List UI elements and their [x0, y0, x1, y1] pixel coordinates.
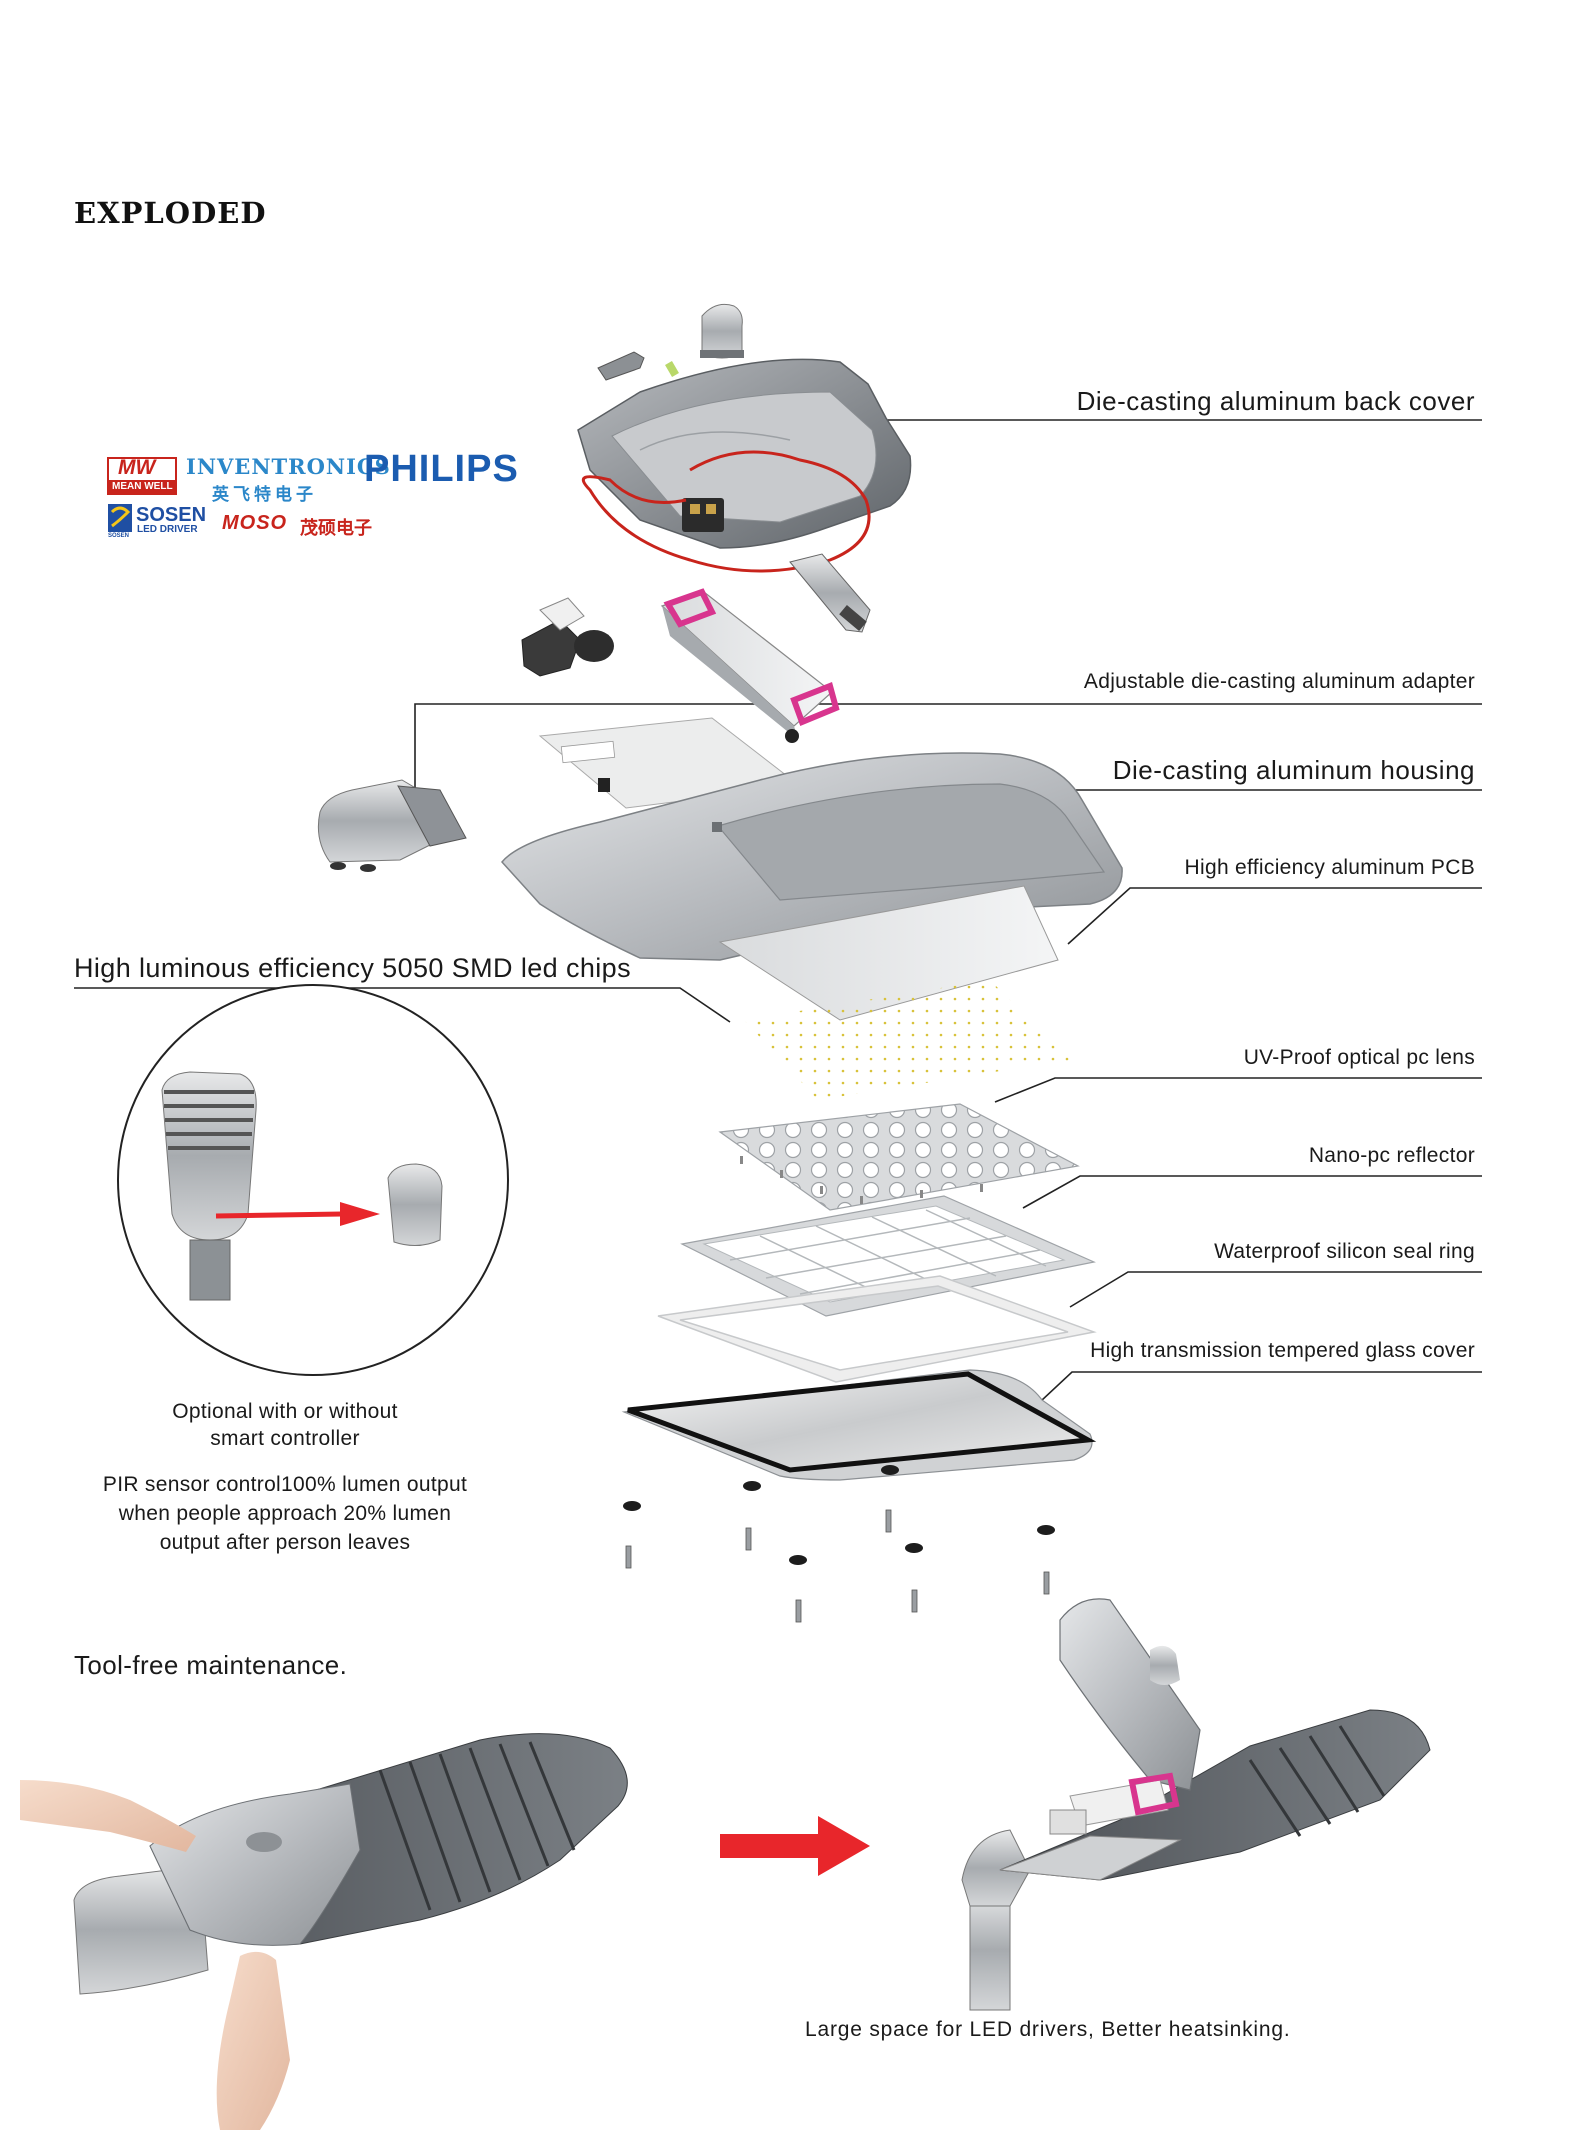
bottom-screws	[625, 1509, 1050, 1623]
controller-inset	[117, 984, 509, 1376]
sosen-logo: SOSEN	[136, 504, 207, 526]
pc-lens	[718, 1103, 1080, 1211]
green-part	[665, 360, 679, 378]
led-driver	[660, 588, 840, 743]
moso-logo: MOSO	[222, 512, 288, 534]
maintenance-caption: Tool-free maintenance.	[74, 1650, 348, 1680]
callout-housing: Die-casting aluminum housing	[1112, 755, 1475, 785]
red-wire	[581, 450, 871, 573]
moso-cn: 茂硕电子	[300, 518, 372, 538]
side-adapter	[317, 779, 467, 872]
glass-cover	[621, 1369, 1097, 1481]
callout-led-chips: High luminous efficiency 5050 SMD led ch…	[74, 953, 631, 983]
philips-logo: PHILIPS	[364, 448, 519, 490]
page-title: EXPLODED	[74, 196, 267, 230]
seal-ring	[657, 1275, 1097, 1383]
controller-note-line1: Optional with or without	[172, 1400, 398, 1423]
pir-note-line1: PIR sensor control100% lumen output	[102, 1473, 468, 1496]
callout-adapter: Adjustable die-casting aluminum adapter	[1083, 670, 1475, 693]
opened-lamp-illustration	[961, 1598, 1431, 2011]
leader-adapter	[414, 703, 1482, 800]
callout-pcb: High efficiency aluminum PCB	[1184, 856, 1475, 879]
pir-note-line3: output after person leaves	[159, 1531, 411, 1554]
callout-seal-ring: Waterproof silicon seal ring	[1214, 1240, 1475, 1263]
leader-reflector	[1022, 1175, 1482, 1209]
bracket-clip	[597, 351, 645, 381]
inventronics-cn: 英飞特电子	[212, 485, 317, 504]
terminal-connector	[521, 597, 614, 677]
bottom-nuts	[623, 1465, 1055, 1565]
pcb-plate	[718, 885, 1059, 1021]
controller-board	[538, 717, 802, 809]
meanwell-name: MEAN WELL	[112, 481, 173, 492]
photocell-cap	[700, 303, 744, 359]
adapter-arm-part	[789, 553, 871, 633]
controller-note: Optional with or without smart controlle…	[110, 1398, 460, 1452]
controller-note-line2: smart controller	[210, 1427, 360, 1450]
sosen-tag: SOSEN	[108, 533, 130, 539]
meanwell-mark: MW	[118, 456, 156, 479]
inventronics-logo: INVENTRONICS	[186, 454, 391, 479]
leader-glass	[1009, 1371, 1482, 1431]
pir-note: PIR sensor control100% lumen output when…	[60, 1470, 510, 1557]
sosen-sub: LED DRIVER	[137, 524, 198, 535]
lamp-hand-illustration	[0, 1733, 628, 2130]
callout-reflector: Nano-pc reflector	[1308, 1144, 1475, 1167]
leader-seal	[1069, 1271, 1482, 1308]
led-chips-array	[744, 980, 1070, 1100]
callout-glass-cover: High transmission tempered glass cover	[1090, 1339, 1475, 1362]
callout-back-cover: Die-casting aluminum back cover	[1076, 386, 1475, 416]
meanwell-logo	[107, 457, 177, 495]
transition-arrow	[720, 1816, 870, 1876]
reflector	[680, 1195, 1096, 1317]
leader-pcb	[1067, 887, 1482, 945]
callout-lens: UV-Proof optical pc lens	[1243, 1046, 1475, 1069]
leader-lens	[994, 1077, 1482, 1103]
lens-screws	[740, 1156, 983, 1204]
sosen-logo-mark	[108, 504, 132, 532]
pir-note-line2: when people approach 20% lumen	[118, 1502, 452, 1525]
drivers-caption: Large space for LED drivers, Better heat…	[805, 2018, 1291, 2041]
